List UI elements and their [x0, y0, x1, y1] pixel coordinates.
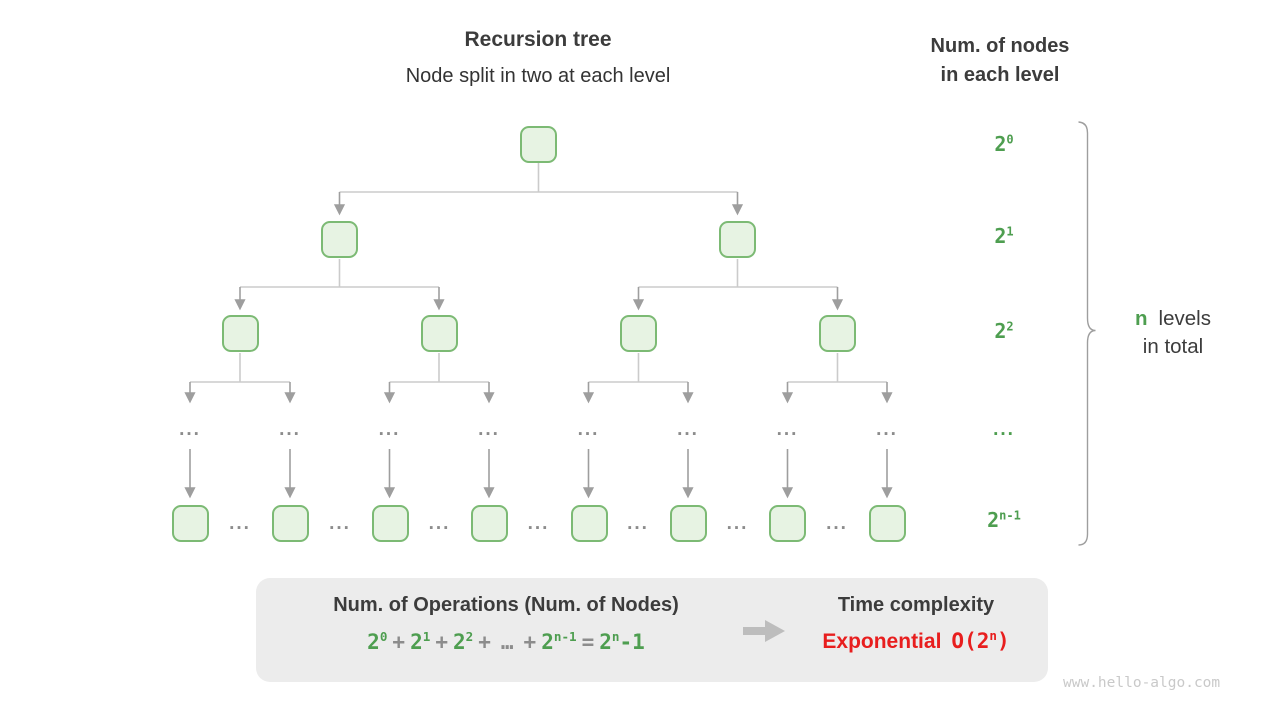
tree-node [471, 505, 508, 542]
level-count-label: 20 [994, 132, 1014, 156]
tree-node [868, 505, 906, 542]
tree-ellipsis: ... [527, 513, 550, 534]
nodes-per-level-header-line2: in each level [940, 64, 1060, 86]
level-count-label: 2n-1 [987, 508, 1021, 532]
brace-label-line2: in total [1142, 335, 1204, 358]
formula-operator: + [435, 630, 448, 654]
formula-operator: + [523, 630, 537, 654]
level-count-ellipsis: ... [993, 419, 1015, 440]
levels-brace [1078, 121, 1096, 546]
diagram-title: Recursion tree [464, 28, 612, 51]
formula-term: 22 [452, 629, 474, 654]
tree-node [570, 505, 608, 542]
tree-node [371, 505, 409, 542]
diagram-subtitle: Node split in two at each level [405, 65, 671, 87]
formula-result: 2n-1 [599, 629, 645, 654]
tree-ellipsis: ... [577, 419, 600, 440]
tree-node [520, 126, 557, 163]
tree-node [769, 505, 806, 542]
tree-node [719, 220, 756, 258]
formula-operator: + [392, 630, 406, 654]
level-count-label: 21 [994, 224, 1014, 248]
watermark: www.hello-algo.com [1063, 675, 1221, 691]
formula-operator: + [478, 630, 491, 654]
tree-node [420, 315, 458, 352]
tree-ellipsis: ... [329, 513, 351, 534]
complexity-big-o: O(2n) [951, 628, 1010, 653]
operations-formula: 20+21+22+…+2n-1=2n-1 [276, 629, 736, 654]
tree-node [171, 505, 209, 542]
formula-term: 2n-1 [541, 629, 577, 654]
time-complexity-value: Exponential O(2n) [776, 628, 1056, 654]
operations-title: Num. of Operations (Num. of Nodes) [333, 594, 679, 616]
tree-node [271, 505, 309, 542]
nodes-per-level-header-line1: Num. of nodes [930, 35, 1070, 57]
tree-ellipsis: ... [279, 419, 301, 440]
tree-node [819, 315, 856, 352]
tree-ellipsis: ... [826, 513, 848, 534]
connector-lines [190, 163, 887, 383]
tree-ellipsis: ... [726, 513, 749, 534]
time-complexity-title: Time complexity [837, 594, 995, 616]
tree-ellipsis: ... [179, 419, 201, 440]
tree-ellipsis: ... [677, 419, 699, 440]
formula-term: 20 [367, 629, 388, 654]
tree-ellipsis: ... [478, 419, 500, 440]
tree-ellipsis: ... [378, 419, 401, 440]
tree-node [321, 220, 358, 258]
tree-ellipsis: ... [428, 513, 451, 534]
tree-node [221, 315, 259, 352]
tree-ellipsis: ... [229, 513, 251, 534]
tree-ellipsis: ... [776, 419, 799, 440]
formula-ellipsis: … [500, 630, 514, 654]
tree-ellipsis: ... [876, 419, 898, 440]
level-count-label: 22 [994, 319, 1014, 343]
right-arrow-icon [743, 620, 785, 642]
nodes-per-level-header: Num. of nodes in each level [880, 32, 1120, 90]
tree-node [620, 315, 657, 352]
summary-box: Num. of Operations (Num. of Nodes) 20+21… [256, 578, 1048, 682]
formula-equals: = [581, 630, 595, 654]
complexity-name: Exponential [822, 630, 942, 653]
connector-arrows [184, 192, 893, 499]
n-variable: n [1135, 307, 1148, 330]
formula-term: 21 [410, 629, 431, 654]
tree-node [669, 505, 707, 542]
tree-ellipsis: ... [627, 513, 649, 534]
